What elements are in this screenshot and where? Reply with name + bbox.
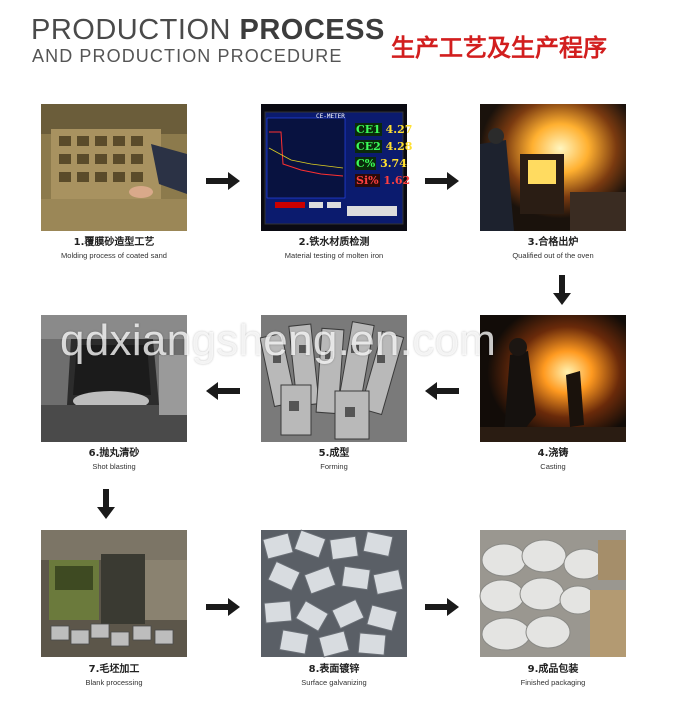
photo-molding — [41, 104, 187, 231]
arrow-right-icon — [425, 172, 459, 190]
step-title-cn: 2.铁水材质检测 — [298, 237, 370, 248]
photo-galvanizing — [261, 529, 407, 658]
meter-label: C% — [355, 157, 377, 170]
step-title-cn: 9.成品包装 — [527, 664, 579, 675]
arrow-left-icon — [425, 382, 459, 400]
watermark: qdxiangsheng.en.com — [60, 316, 497, 365]
meter-row: Si% 1.62 — [355, 174, 410, 191]
page-title-cn: 生产工艺及生产程序 — [391, 34, 607, 62]
step-caption: 8.表面镀锌 Surface galvanizing — [234, 663, 434, 688]
arrow-down-icon — [97, 489, 115, 519]
meter-row: CE2 4.28 — [355, 140, 412, 157]
meter-title: CE-METER — [316, 113, 345, 120]
step-title-cn: 3.合格出炉 — [527, 237, 579, 248]
step-title-cn: 1.覆膜砂造型工艺 — [73, 237, 155, 248]
step-caption: 3.合格出炉 Qualified out of the oven — [453, 236, 653, 261]
meter-label: CE2 — [355, 140, 382, 153]
step-caption: 2.铁水材质检测 Material testing of molten iron — [234, 236, 434, 261]
photo-forming — [259, 315, 407, 442]
arrow-left-icon — [206, 382, 240, 400]
step-title-en: Finished packaging — [520, 678, 586, 687]
step-caption: 1.覆膜砂造型工艺 Molding process of coated sand — [14, 236, 214, 261]
photo-furnace — [480, 104, 626, 231]
arrow-down-icon — [553, 275, 571, 305]
step-title-en: Casting — [540, 462, 566, 471]
meter-label: Si% — [355, 174, 380, 187]
page-title: PRODUCTION PROCESS — [31, 14, 385, 46]
step-title-cn: 4.浇铸 — [537, 448, 569, 459]
photo-shot-blasting — [41, 315, 187, 442]
photo-casting — [480, 315, 626, 442]
step-title-en: Forming — [320, 462, 348, 471]
meter-label: CE1 — [355, 123, 382, 136]
step-caption: 6.抛丸清砂 Shot blasting — [14, 447, 214, 472]
step-title-en: Surface galvanizing — [301, 678, 367, 687]
photo-blank-processing — [41, 530, 187, 657]
arrow-right-icon — [206, 172, 240, 190]
step-title-en: Blank processing — [85, 678, 143, 687]
meter-value: 1.62 — [383, 174, 411, 187]
step-title-cn: 5.成型 — [318, 448, 350, 459]
step-title-en: Molding process of coated sand — [61, 251, 167, 260]
title-light: PRODUCTION — [31, 14, 240, 46]
step-title-cn: 6.抛丸清砂 — [88, 448, 140, 459]
step-caption: 4.浇铸 Casting — [453, 447, 653, 472]
step-caption: 5.成型 Forming — [234, 447, 434, 472]
arrow-right-icon — [425, 598, 459, 616]
step-caption: 9.成品包装 Finished packaging — [453, 663, 653, 688]
photo-packaging — [479, 530, 626, 657]
meter-row: CE1 4.27 — [355, 123, 412, 140]
step-caption: 7.毛坯加工 Blank processing — [14, 663, 214, 688]
step-title-en: Material testing of molten iron — [284, 251, 384, 260]
step-title-cn: 7.毛坯加工 — [88, 664, 140, 675]
photo-meter: CE-METER CE1 4.27 CE2 4.28 C% 3.74 Si% 1… — [261, 104, 412, 231]
meter-value: 4.28 — [385, 140, 413, 153]
step-title-en: Qualified out of the oven — [512, 251, 594, 260]
meter-value: 4.27 — [385, 123, 413, 136]
page-subtitle: AND PRODUCTION PROCEDURE — [32, 46, 343, 66]
arrow-right-icon — [206, 598, 240, 616]
meter-readouts: CE1 4.27 CE2 4.28 C% 3.74 Si% 1.62 — [355, 123, 412, 191]
step-title-en: Shot blasting — [92, 462, 136, 471]
title-bold: PROCESS — [239, 14, 385, 46]
meter-row: C% 3.74 — [355, 157, 407, 174]
step-title-cn: 8.表面镀锌 — [308, 664, 360, 675]
meter-value: 3.74 — [380, 157, 407, 170]
